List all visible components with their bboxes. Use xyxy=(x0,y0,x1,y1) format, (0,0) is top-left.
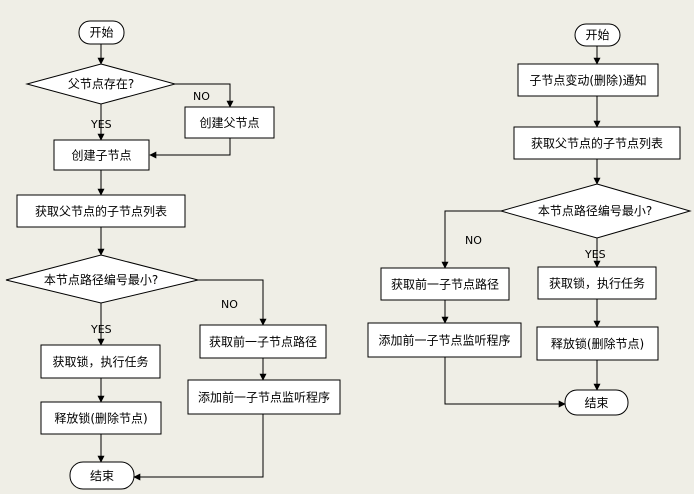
end-label: 结束 xyxy=(90,469,114,483)
right-release-lock-label: 释放锁(删除节点) xyxy=(551,336,644,351)
notify-label: 子节点变动(删除)通知 xyxy=(529,73,646,88)
no-label-2: NO xyxy=(221,298,238,311)
release-lock-box xyxy=(40,401,162,435)
start-terminal xyxy=(78,20,125,45)
right-start-terminal xyxy=(574,23,621,47)
right-release-lock-box xyxy=(536,326,659,361)
right-smallest-label: 本节点路径编号最小? xyxy=(538,203,652,218)
right-get-lock-label: 获取锁，执行任务 xyxy=(549,276,645,291)
parent-exists-decision xyxy=(25,63,177,105)
right-flow: 开始 子节点变动(删除)通知 获取父节点的子节点列表 本节点路径编号最小? NO… xyxy=(367,23,692,416)
right-get-prev-path-label: 获取前一子节点路径 xyxy=(391,277,499,292)
edge-check-parent-no xyxy=(175,83,234,108)
right-get-children-label: 获取父节点的子节点列表 xyxy=(531,136,663,151)
right-end-terminal xyxy=(564,389,629,416)
add-listener-label: 添加前一子节点监听程序 xyxy=(198,390,330,405)
start-label: 开始 xyxy=(89,26,113,40)
parent-exists-label: 父节点存在? xyxy=(68,77,134,91)
smallest-decision xyxy=(5,254,199,304)
right-get-lock-box xyxy=(537,266,657,300)
yes-label-2: YES xyxy=(90,323,112,336)
create-parent-label: 创建父节点 xyxy=(199,116,259,130)
right-start-label: 开始 xyxy=(585,28,609,42)
get-prev-path-label: 获取前一子节点路径 xyxy=(209,334,317,349)
right-yes-label: YES xyxy=(584,248,606,261)
edge-create-parent-to-create-child xyxy=(149,138,231,159)
edge-check-smallest-no xyxy=(198,279,267,326)
create-child-label: 创建子节点 xyxy=(71,149,131,163)
right-smallest-decision xyxy=(499,183,692,239)
get-lock-box xyxy=(40,344,161,379)
smallest-label: 本节点路径编号最小? xyxy=(44,272,158,287)
get-children-label: 获取父节点的子节点列表 xyxy=(35,204,167,219)
get-prev-path-box xyxy=(199,324,327,359)
right-no-label: NO xyxy=(465,234,482,247)
right-get-prev-path-box xyxy=(380,267,510,301)
right-add-listener-label: 添加前一子节点监听程序 xyxy=(378,333,510,348)
add-listener-box xyxy=(187,379,341,415)
no-label-1: NO xyxy=(193,90,210,103)
edge-r-decision-no xyxy=(441,210,501,269)
end-terminal xyxy=(69,461,135,490)
get-children-box xyxy=(16,194,186,228)
edge-r-listener-to-end xyxy=(444,357,566,408)
create-child-box xyxy=(53,139,150,171)
release-lock-label: 释放锁(删除节点) xyxy=(54,411,147,426)
right-get-children-box xyxy=(513,126,681,160)
notify-box xyxy=(517,63,659,97)
yes-label-1: YES xyxy=(90,118,112,131)
get-lock-label: 获取锁，执行任务 xyxy=(52,354,148,369)
right-add-listener-box xyxy=(367,322,522,358)
right-end-label: 结束 xyxy=(584,396,608,410)
create-parent-box xyxy=(184,106,275,139)
edge-listener-to-end xyxy=(133,414,264,481)
left-flow: 开始 父节点存在? NO YES 创建父节点 创建子节点 获取父节点的子节点列表… xyxy=(5,20,341,490)
